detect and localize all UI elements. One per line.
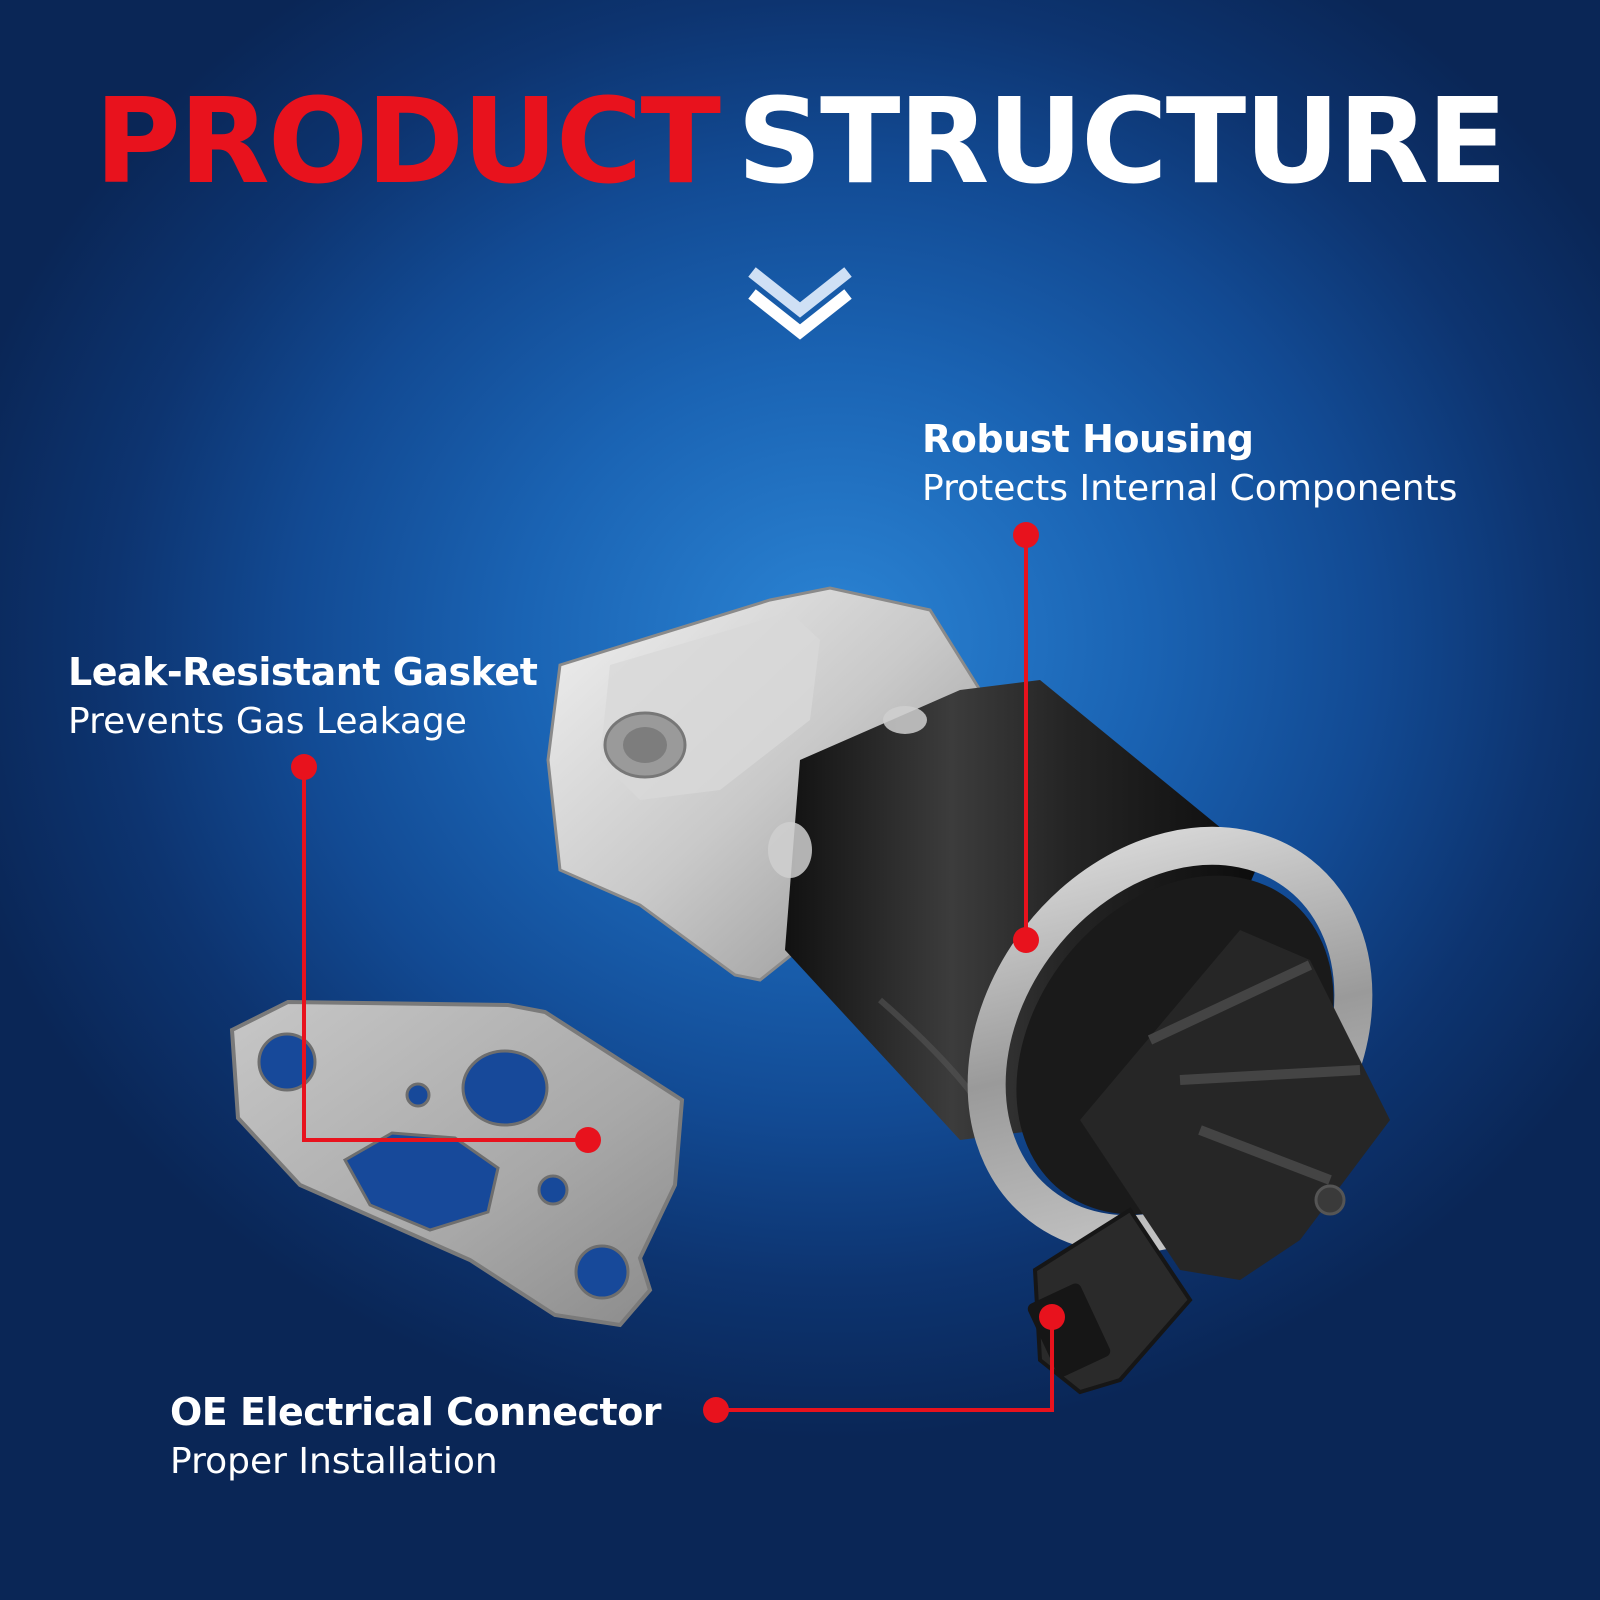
callout-connector-description: Proper Installation (170, 1441, 498, 1482)
housing-body-dot (1013, 927, 1039, 953)
gasket-top-dot (291, 754, 317, 780)
callout-connector-heading: OE Electrical Connector (170, 1390, 662, 1434)
callout-dots (291, 522, 1065, 1423)
gasket (229, 999, 685, 1328)
callout-housing-description: Protects Internal Components (922, 468, 1458, 509)
callout-gasket-description: Prevents Gas Leakage (68, 701, 467, 742)
gasket-hole-dot (575, 1127, 601, 1153)
callout-housing-heading: Robust Housing (922, 417, 1254, 461)
actuator-cap (1080, 930, 1390, 1280)
title-product: PRODUCT (94, 72, 721, 210)
connector-label-dot (703, 1397, 729, 1423)
connector-dot (1039, 1304, 1065, 1330)
double-chevron-down-icon (748, 267, 852, 340)
housing-top-dot (1013, 522, 1039, 548)
callout-connector: OE Electrical Connector Proper Installat… (170, 1388, 662, 1488)
callout-gasket-heading: Leak-Resistant Gasket (68, 650, 538, 694)
callout-lines (302, 535, 1054, 1412)
title-structure: STRUCTURE (736, 72, 1508, 210)
callout-housing: Robust Housing Protects Internal Compone… (922, 415, 1457, 515)
callout-gasket: Leak-Resistant Gasket Prevents Gas Leaka… (68, 648, 538, 748)
